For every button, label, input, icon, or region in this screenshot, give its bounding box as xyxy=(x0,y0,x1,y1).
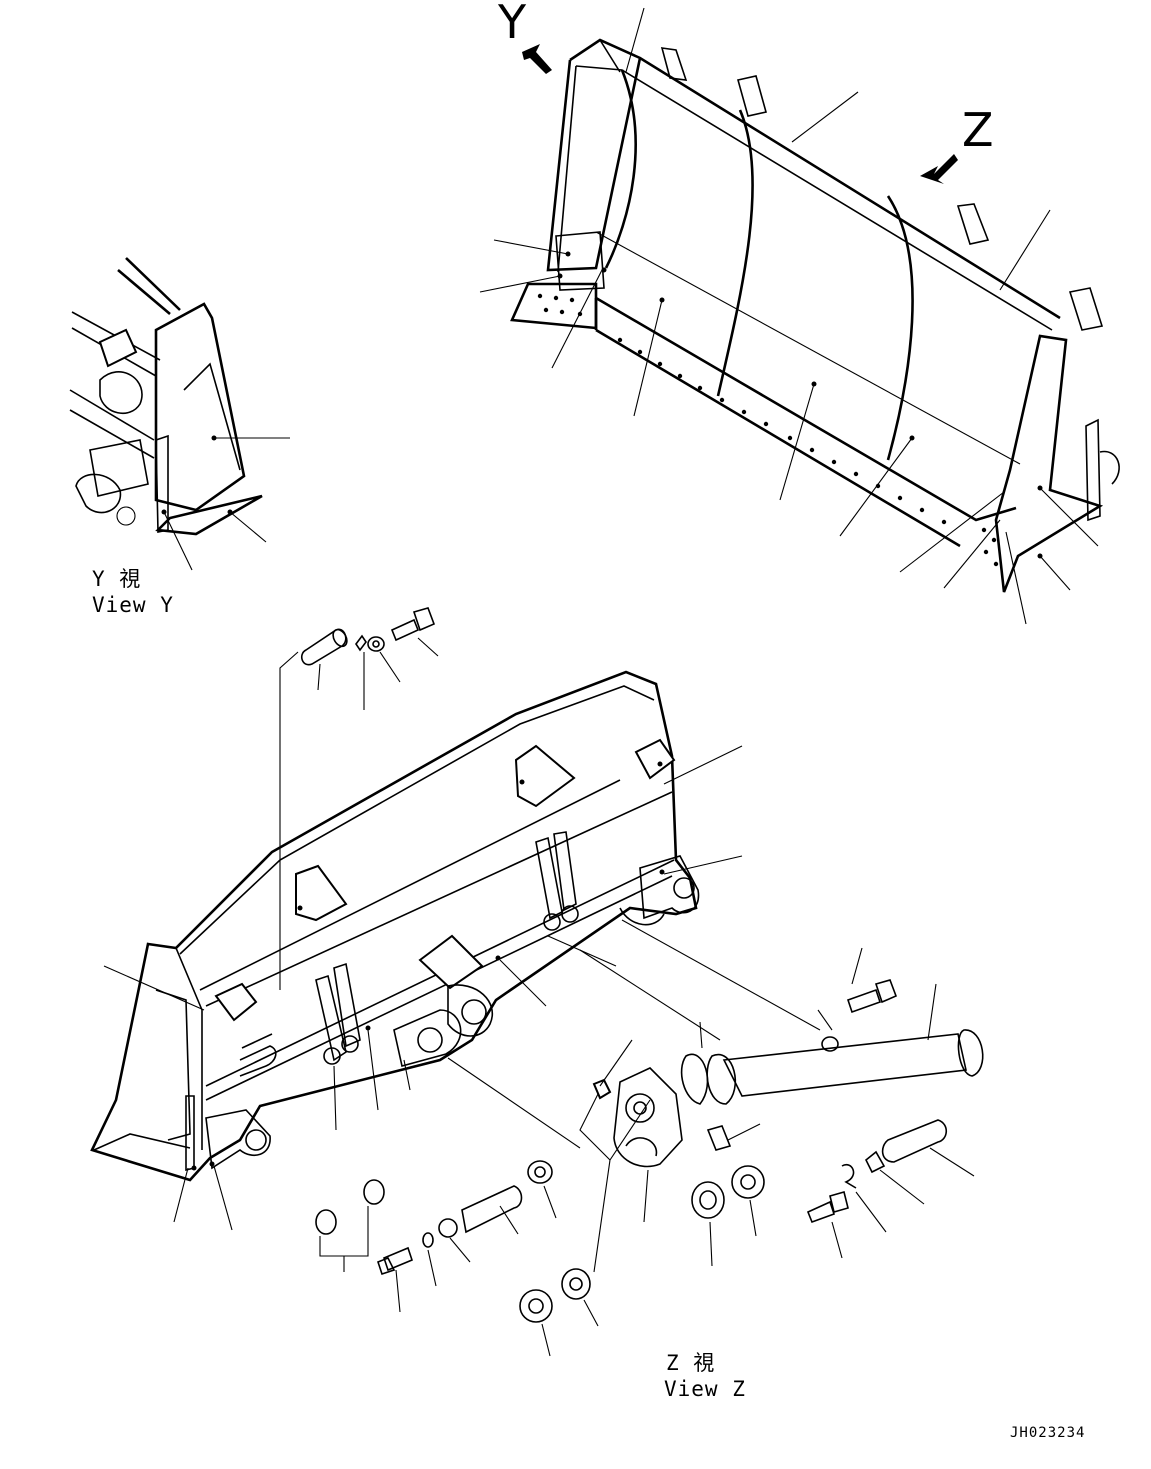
arrow-label-z: Z xyxy=(962,103,994,157)
lower-right-bushings xyxy=(691,1119,975,1267)
view-y-caption-jp: Y 視 xyxy=(92,567,141,591)
right-pin-assembly xyxy=(680,947,984,1105)
cutting-edge-bolt-holes xyxy=(537,293,999,567)
arrow-label-y: Y xyxy=(497,0,527,49)
view-y-detail xyxy=(69,257,290,571)
lower-center-hardware xyxy=(315,1057,611,1357)
blade-leader-dots xyxy=(557,251,1043,559)
view-z-caption-jp: Z 視 xyxy=(666,1351,715,1375)
frame-leader-dots xyxy=(191,761,665,1171)
view-y-caption-en: View Y xyxy=(92,593,174,617)
blade-frame-rear-view xyxy=(90,670,700,1182)
drawing-number: JH023234 xyxy=(1010,1425,1085,1441)
blade-assembly xyxy=(510,38,1120,593)
top-pin-clip-washer-bolt xyxy=(300,607,439,710)
center-hub-assembly xyxy=(592,1039,761,1223)
frame-leader-lines xyxy=(103,745,743,1231)
blade-leader-lines xyxy=(479,7,1099,625)
assembly-bracket-lines xyxy=(279,651,821,1161)
arrow-y-icon xyxy=(522,44,552,74)
view-z-caption-en: View Z xyxy=(664,1377,746,1401)
arrow-z-icon xyxy=(920,154,958,184)
